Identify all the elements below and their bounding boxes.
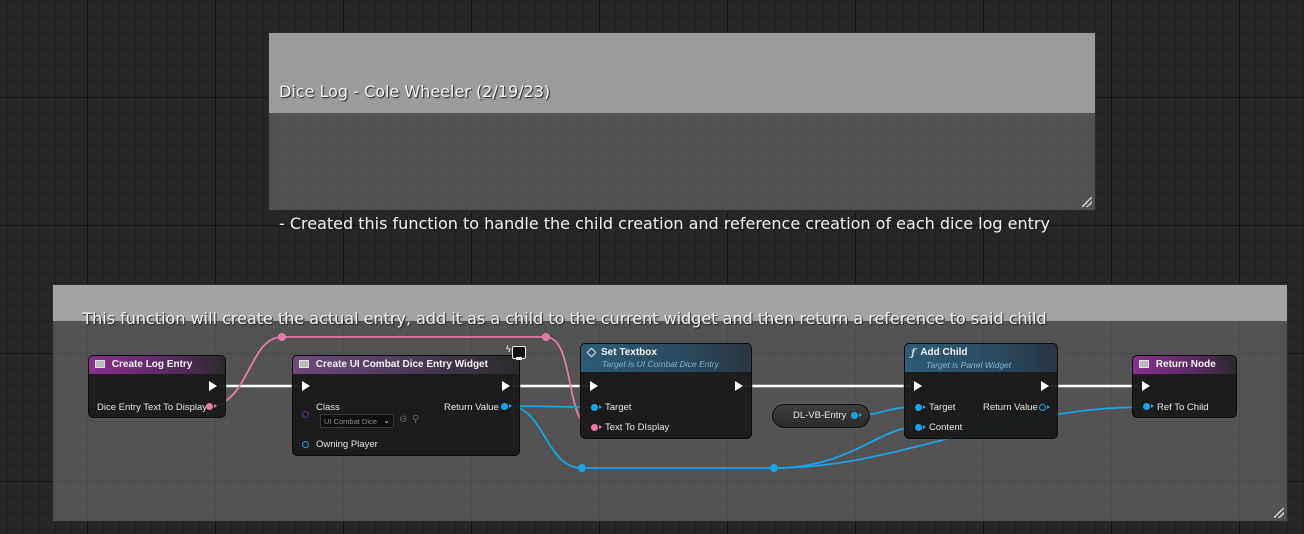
pin-arrow [859,413,862,417]
text-in-pin[interactable] [591,424,598,431]
exec-out-pin[interactable] [209,381,217,391]
comment-box-top[interactable]: Dice Log - Cole Wheeler (2/19/23) - Crea… [268,32,1096,233]
node-header: Create Log Entry [89,356,225,374]
reroute-knot[interactable] [542,333,550,341]
pin-arrow [599,405,602,409]
node-title: Add Child [920,347,968,358]
class-value: UI Combat Dice [324,417,377,426]
pin-arrow [214,404,217,408]
node-title: Set Textbox [601,347,657,358]
chevron-down-icon: ⌄ [383,416,390,425]
comment-body: - Created this function to handle the ch… [279,214,1050,233]
function-icon: ƒ [911,348,916,359]
owning-player-pin[interactable] [302,441,309,448]
pin-arrow [1151,404,1154,408]
target-pin[interactable] [591,404,598,411]
pin-arrow [599,425,602,429]
comment-header: This function will create the actual ent… [53,285,1287,328]
comment-title: Dice Log - Cole Wheeler (2/19/23) [279,82,551,101]
node-header: Create UI Combat Dice Entry Widget [293,356,519,374]
variable-label: DL-VB-Entry [793,410,847,421]
text-out-pin[interactable] [206,403,213,410]
pin-label: Ref To Child [1157,402,1209,413]
pin-arrow [509,404,512,408]
content-pin[interactable] [915,424,922,431]
node-set-textbox[interactable]: Set Textbox Target is UI Combat Dice Ent… [580,343,752,439]
node-header: Set Textbox Target is UI Combat Dice Ent… [581,344,751,372]
pin-arrow [1047,405,1050,409]
reroute-knot[interactable] [278,333,286,341]
exec-in-pin[interactable] [590,381,598,391]
pin-label: Target [605,402,632,413]
function-entry-icon [95,360,105,368]
exec-out-pin[interactable] [1041,381,1049,391]
class-dropdown[interactable]: UI Combat Dice ⌄ [320,414,394,428]
node-title: Return Node [1155,359,1216,370]
node-subtitle: Target is Panel Widget [926,360,1012,370]
pin-label: Target [929,402,956,413]
pin-label: Content [929,422,963,433]
comment-title: This function will create the actual ent… [82,309,1047,328]
pin-arrow [923,405,926,409]
node-subtitle: Target is UI Combat Dice Entry [602,359,719,369]
reroute-knot[interactable] [578,464,586,472]
pin-label: Return Value [444,402,499,413]
exec-out-pin[interactable] [502,381,510,391]
exec-in-pin[interactable] [302,381,310,391]
search-icon[interactable]: ⚲ [412,414,420,425]
pin-label: Dice Entry Text To Display [97,402,207,413]
exec-out-pin[interactable] [735,381,743,391]
class-pin[interactable] [302,411,309,418]
node-create-log-entry[interactable]: Create Log Entry Dice Entry Text To Disp… [88,355,226,418]
resize-handle[interactable] [1274,508,1284,518]
pin-label: Return Value [983,402,1038,413]
return-value-pin[interactable] [501,403,508,410]
pin-arrow [923,425,926,429]
browse-icon[interactable]: ⊖ [399,414,408,425]
node-header: ƒ Add Child Target is Panel Widget [905,344,1057,372]
node-return[interactable]: Return Node Ref To Child [1132,355,1237,418]
diamond-icon [586,347,597,358]
node-title: Create UI Combat Dice Entry Widget [315,359,488,370]
pin-label: Owning Player [316,439,378,450]
widget-create-icon [299,360,309,368]
node-create-widget[interactable]: Create UI Combat Dice Entry Widget Class… [292,355,520,456]
node-add-child[interactable]: ƒ Add Child Target is Panel Widget Target… [904,343,1058,439]
exec-in-pin[interactable] [914,381,922,391]
pin-label: Text To DIsplay [605,422,670,433]
resize-handle[interactable] [1082,197,1092,207]
ref-in-pin[interactable] [1143,403,1150,410]
return-icon [1139,360,1149,368]
variable-out-pin[interactable] [851,412,858,419]
target-pin[interactable] [915,404,922,411]
return-value-pin[interactable] [1039,404,1046,411]
node-header: Return Node [1133,356,1236,374]
comment-header: Dice Log - Cole Wheeler (2/19/23) - Crea… [269,33,1095,233]
pin-label: Class [316,402,340,413]
node-title: Create Log Entry [111,359,193,370]
exec-in-pin[interactable] [1142,381,1150,391]
monitor-icon: ϟ [506,344,526,360]
variable-getter-node[interactable]: DL-VB-Entry [772,404,870,428]
reroute-knot[interactable] [770,464,778,472]
